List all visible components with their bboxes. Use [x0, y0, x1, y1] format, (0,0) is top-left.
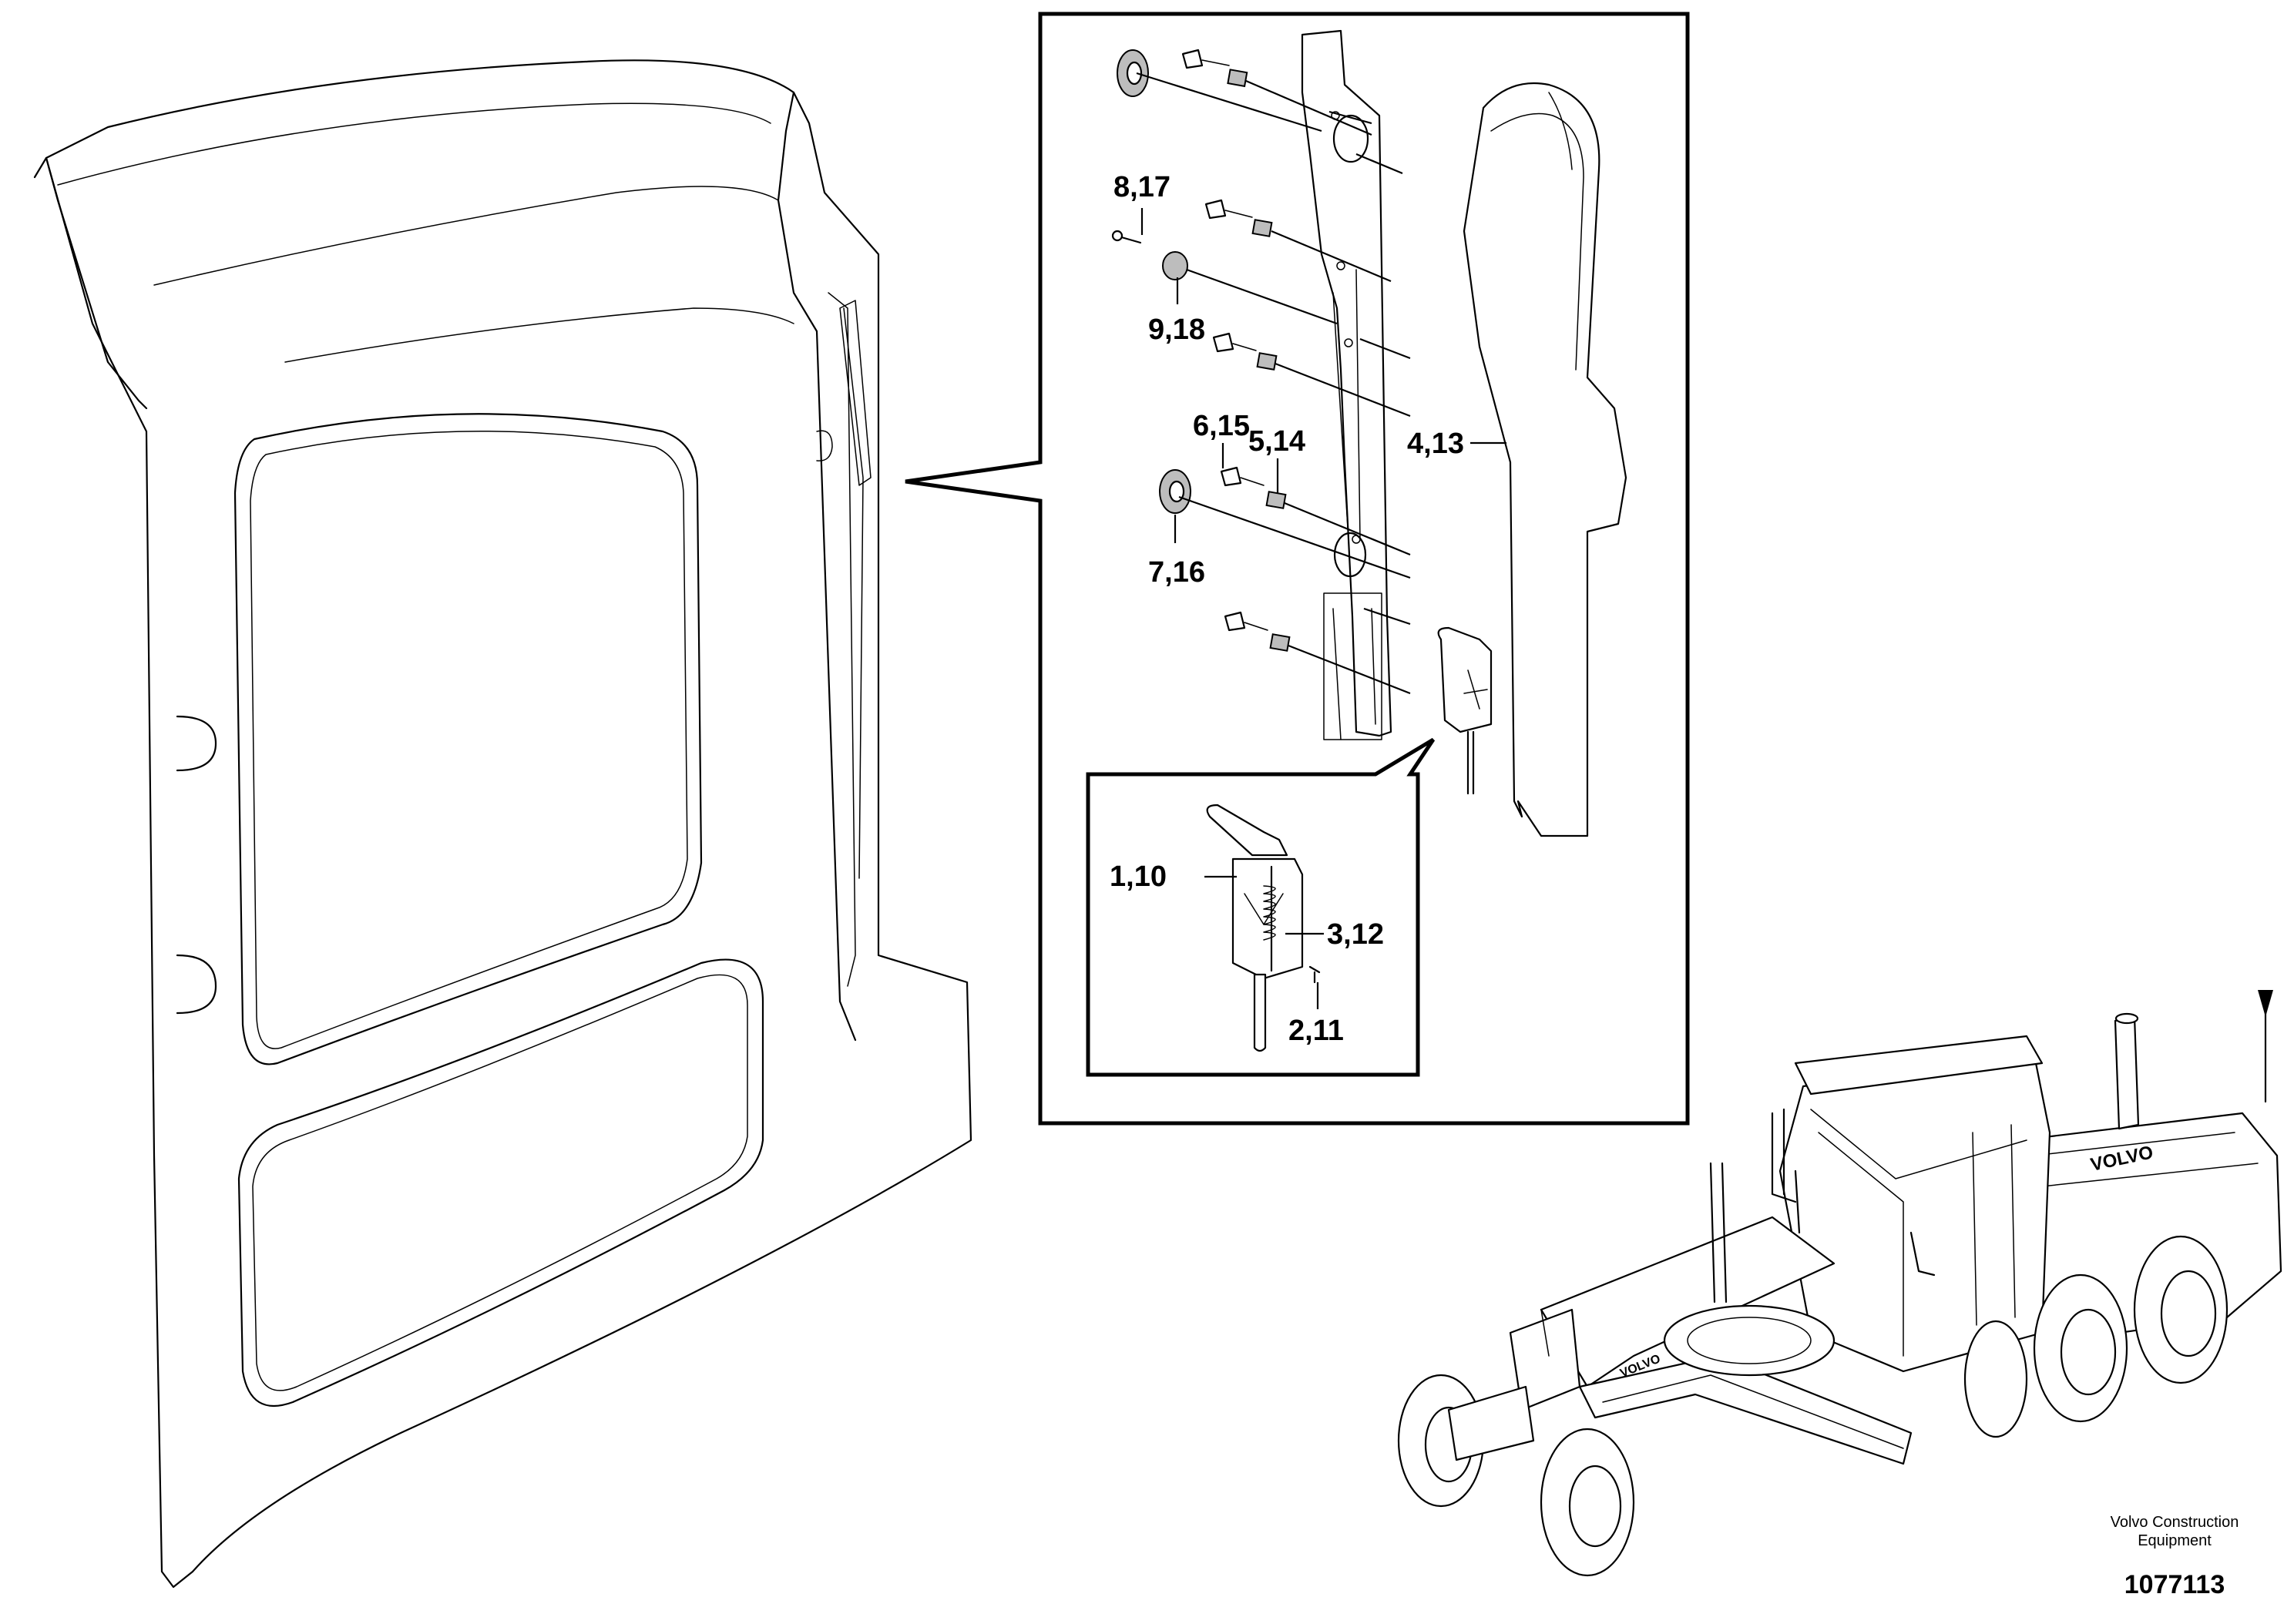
- callout-label-9-18: 9,18: [1148, 314, 1205, 346]
- callout-label-7-16: 7,16: [1148, 556, 1205, 589]
- brand-line-2: Equipment: [2138, 1532, 2212, 1549]
- callout-label-2-11: 2,11: [1288, 1015, 1344, 1047]
- callout-labels: 8,17 9,18 6,15 5,14 4,13 7,16 1,10 3,12 …: [1110, 171, 1464, 1047]
- motor-grader-illustration: VOLVO VOLVO: [1397, 990, 2282, 1577]
- callout-label-5-14: 5,14: [1248, 425, 1305, 458]
- mounting-bracket: [1301, 29, 1392, 740]
- latch-pin-detail: [1206, 804, 1321, 1052]
- callout-label-6-15: 6,15: [1193, 410, 1250, 442]
- brand-line-1: Volvo Construction: [2111, 1514, 2239, 1531]
- callout-label-1-10: 1,10: [1110, 861, 1167, 893]
- callout-label-3-12: 3,12: [1327, 918, 1384, 951]
- detail-view-frame: [905, 12, 1690, 1126]
- callout-label-8-17: 8,17: [1113, 171, 1171, 203]
- document-number: 1077113: [2124, 1570, 2225, 1599]
- cab-door-illustration: [33, 59, 972, 1589]
- side-trim-cover: [1463, 82, 1627, 837]
- fastener-set: [1111, 49, 1493, 795]
- latch-inset-frame: [1086, 737, 1436, 1077]
- callout-leaders: [1140, 208, 1506, 1009]
- callout-label-4-13: 4,13: [1407, 428, 1464, 460]
- footer-block: Volvo Construction Equipment 1077113: [2111, 1514, 2239, 1599]
